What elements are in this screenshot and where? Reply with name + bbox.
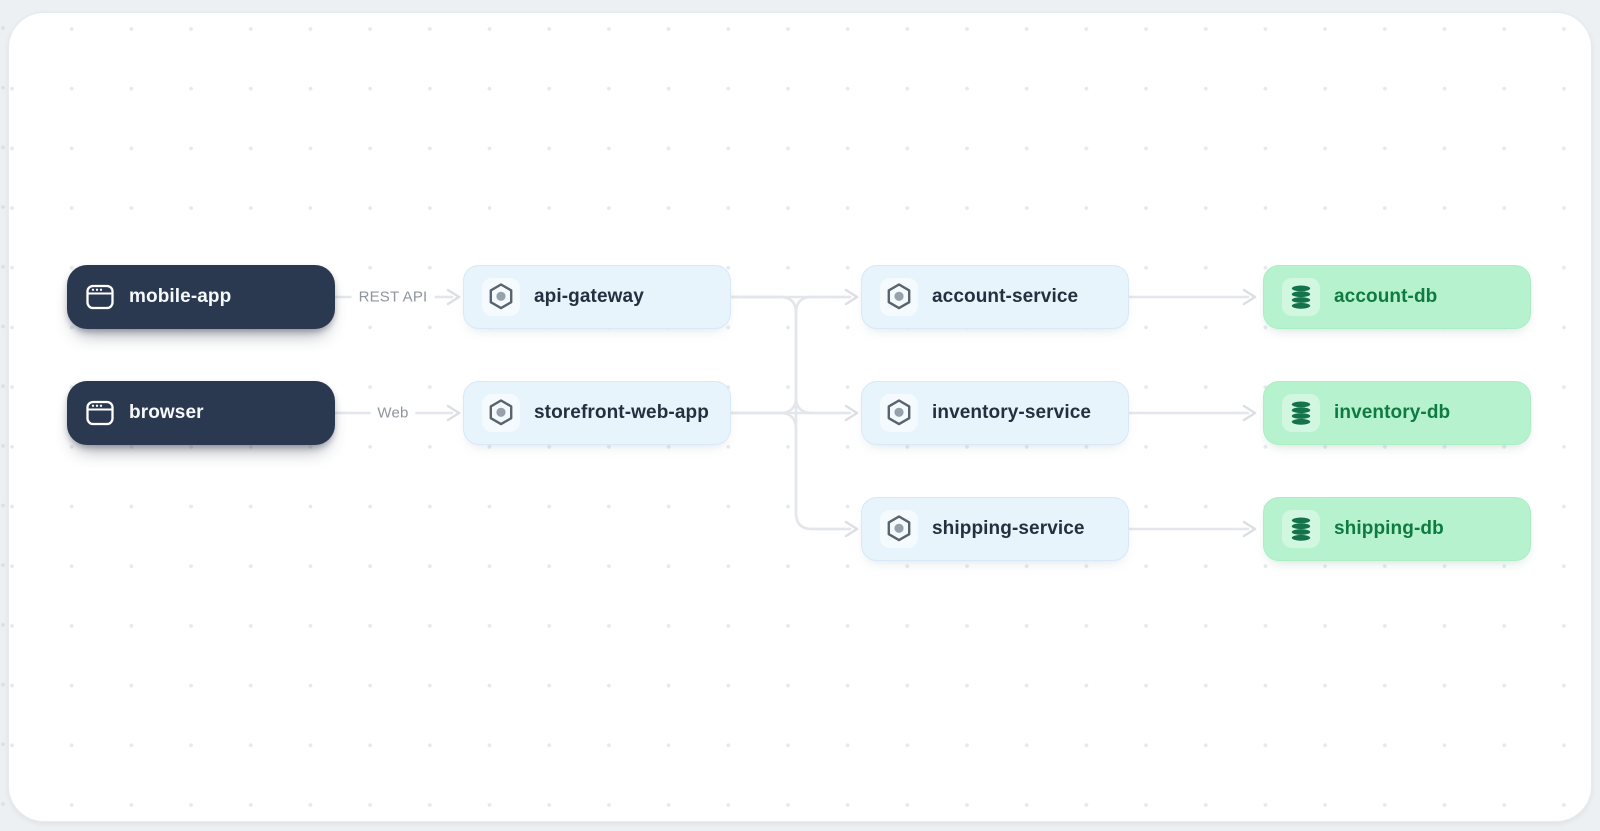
node-label: shipping-db	[1334, 518, 1444, 539]
node-shipping-db[interactable]: shipping-db	[1263, 497, 1531, 561]
app-window-icon	[85, 283, 115, 311]
node-label: api-gateway	[534, 286, 644, 307]
node-label: shipping-service	[932, 518, 1085, 539]
node-label: account-db	[1334, 286, 1438, 307]
edge-label-web: Web	[370, 401, 416, 425]
node-api-gateway[interactable]: api-gateway	[463, 265, 731, 329]
hexagon-node-icon	[880, 394, 918, 432]
node-browser[interactable]: browser	[67, 381, 335, 445]
node-label: inventory-service	[932, 402, 1092, 423]
node-shipping-service[interactable]: shipping-service	[861, 497, 1129, 561]
edge-label-rest-api: REST API	[351, 285, 435, 309]
node-inventory-db[interactable]: inventory-db	[1263, 381, 1531, 445]
hexagon-node-icon	[482, 394, 520, 432]
database-icon	[1282, 278, 1320, 316]
app-window-icon	[85, 399, 115, 427]
node-label: browser	[129, 402, 204, 423]
node-account-db[interactable]: account-db	[1263, 265, 1531, 329]
node-mobile-app[interactable]: mobile-app	[67, 265, 335, 329]
database-icon	[1282, 510, 1320, 548]
hexagon-node-icon	[880, 278, 918, 316]
hexagon-node-icon	[482, 278, 520, 316]
node-label: mobile-app	[129, 286, 232, 307]
node-inventory-service[interactable]: inventory-service	[861, 381, 1129, 445]
node-label: storefront-web-app	[534, 402, 709, 423]
node-label: account-service	[932, 286, 1079, 307]
hexagon-node-icon	[880, 510, 918, 548]
database-icon	[1282, 394, 1320, 432]
node-account-service[interactable]: account-service	[861, 265, 1129, 329]
node-label: inventory-db	[1334, 402, 1451, 423]
node-storefront-web-app[interactable]: storefront-web-app	[463, 381, 731, 445]
